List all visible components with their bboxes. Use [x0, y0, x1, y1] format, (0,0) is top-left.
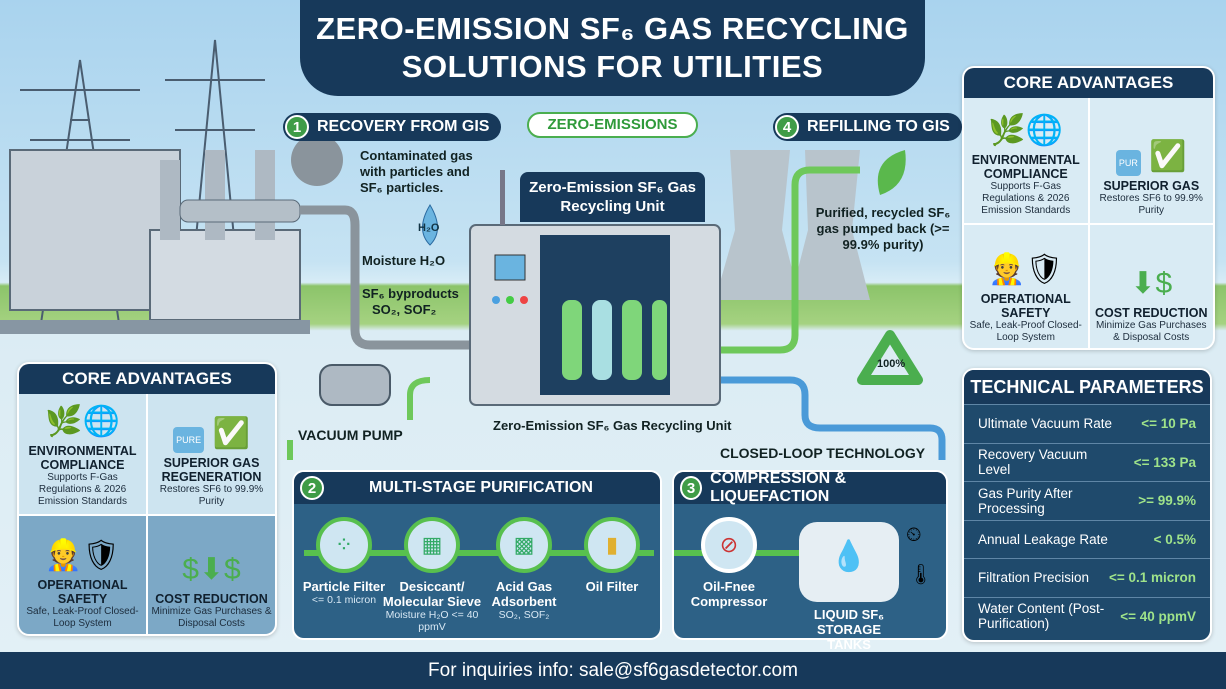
parameter-label: Water Content (Post-Purification) — [978, 601, 1105, 632]
molecular-sieve-icon: ▦ — [404, 517, 460, 573]
parameter-label: Annual Leakage Rate — [978, 531, 1108, 547]
vacuum-pump-icon — [319, 364, 391, 406]
right-core-advantages: CORE ADVANTAGES 🌿🌐ENVIRONMENTAL COMPLIAN… — [962, 66, 1215, 350]
leaf-icon — [877, 150, 906, 195]
h2o-label: H₂O — [418, 222, 440, 234]
contaminated-gas-text: Contaminated gas with particles and SF₆ … — [360, 148, 473, 195]
byproducts-text: SF₆ byproducts — [362, 286, 459, 301]
recycle-icon — [857, 330, 923, 385]
parameter-value: <= 10 Pa — [1141, 416, 1196, 432]
particle-filter-icon: ⁘ — [316, 517, 372, 573]
parameter-value: <= 0.1 micron — [1108, 570, 1196, 586]
left-core-advantages: CORE ADVANTAGES 🌿🌐ENVIRONMENTAL COMPLIAN… — [17, 362, 277, 636]
technical-parameters: TECHNICAL PARAMETERS Ultimate Vacuum Rat… — [962, 368, 1212, 642]
parameter-label: Filtration Precision — [978, 570, 1090, 586]
stage-title: COMPRESSION & LIQUEFACTION — [710, 470, 847, 505]
page-title: ZERO-EMISSION SF₆ GAS RECYCLING SOLUTION… — [300, 0, 925, 96]
parameter-value: <= 133 Pa — [1133, 454, 1196, 470]
parameter-value: >= 99.9% — [1138, 493, 1196, 509]
background-illustration — [0, 39, 946, 460]
storage-tank-icon: 💧 — [799, 522, 899, 602]
cooling-tower-icon — [715, 150, 870, 300]
parameter-row: Ultimate Vacuum Rate <= 10 Pa — [964, 404, 1210, 443]
recycle-percent: 100% — [877, 358, 906, 370]
vacuum-pump-label: VACUUM PUMP — [298, 427, 403, 443]
panel-title: TECHNICAL PARAMETERS — [964, 370, 1210, 404]
oil-filter-icon: ▮ — [584, 517, 640, 573]
parameter-value: <= 40 ppmV — [1120, 608, 1196, 624]
parameter-row: Annual Leakage Rate < 0.5% — [964, 519, 1210, 559]
step-particle-filter: ⁘Particle Filter<= 0.1 micron — [294, 517, 394, 606]
panel-title: CORE ADVANTAGES — [964, 68, 1213, 98]
gas-pipe — [300, 205, 470, 350]
parameter-row: Filtration Precision <= 0.1 micron — [964, 558, 1210, 597]
closed-loop-label: CLOSED-LOOP TECHNOLOGY — [720, 445, 926, 461]
worker-shield-icon: 👷🛡 — [44, 539, 121, 572]
oil-free-compressor-icon: ⊘ — [701, 517, 757, 573]
byproducts-compounds: SO₂, SOF₂ — [372, 302, 437, 317]
footer-contact: For inquiries info: sale@sf6gasdetector.… — [0, 652, 1226, 689]
parameter-row: Recovery Vacuum Level <= 133 Pa — [964, 442, 1210, 482]
pure-bottle-check-icon: PURE ✅ — [173, 412, 250, 456]
parameter-label: Gas Purity After Processing — [978, 485, 1073, 516]
adsorbent-icon: ▩ — [496, 517, 552, 573]
worker-shield-icon: 👷🛡 — [988, 253, 1064, 286]
parameter-label: Ultimate Vacuum Rate — [978, 416, 1113, 432]
dollar-down-arrow-icon: $⬇$ — [182, 553, 241, 586]
panel-title: CORE ADVANTAGES — [19, 364, 275, 394]
parameter-value: < 0.5% — [1153, 531, 1196, 547]
recycling-unit-icon — [469, 170, 721, 406]
unit-title: Zero-Emission SF₆ Gas Recycling Unit — [520, 172, 705, 222]
step-oil-filter: ▮Oil Filter — [562, 517, 662, 594]
thermometer-icon: 🌡 — [908, 564, 934, 586]
closed-loop-pipe — [720, 376, 946, 460]
leaf-globe-icon: 🌿🌐 — [45, 405, 120, 438]
water-drop-icon — [422, 204, 438, 246]
leaf-globe-icon: 🌿🌐 — [988, 114, 1064, 147]
stage-title: MULTI-STAGE PURIFICATION — [369, 479, 593, 496]
pure-bottle-check-icon: PUR ✅ — [1115, 135, 1187, 179]
dollar-down-arrow-icon: ⬇$ — [1130, 267, 1173, 300]
storage-tank-label: LIQUID SF₆ STORAGE TANKS — [813, 607, 885, 652]
contaminated-gas-bubble-icon — [291, 134, 343, 186]
zero-emissions-badge: ZERO-EMISSIONS — [527, 112, 698, 138]
parameter-row: Water Content (Post-Purification) <= 40 p… — [964, 596, 1210, 636]
moisture-text: Moisture H₂O — [362, 253, 446, 268]
parameter-label: Recovery Vacuum Level — [978, 447, 1088, 478]
parameter-row: Gas Purity After Processing >= 99.9% — [964, 481, 1210, 520]
refill-text: Purified, recycled SF₆ gas pumped back (… — [815, 205, 951, 252]
pressure-gauge-icon: ⏲ — [906, 524, 922, 546]
gis-switchgear-icon — [0, 149, 310, 334]
step-compressor: ⊘Oil-Fnee Compressor — [679, 517, 779, 609]
unit-caption: Zero-Emission SF₆ Gas Recycling Unit — [493, 418, 732, 433]
contact-email-text[interactable]: For inquiries info: sale@sf6gasdetector.… — [428, 660, 798, 681]
return-pipe — [720, 166, 860, 354]
